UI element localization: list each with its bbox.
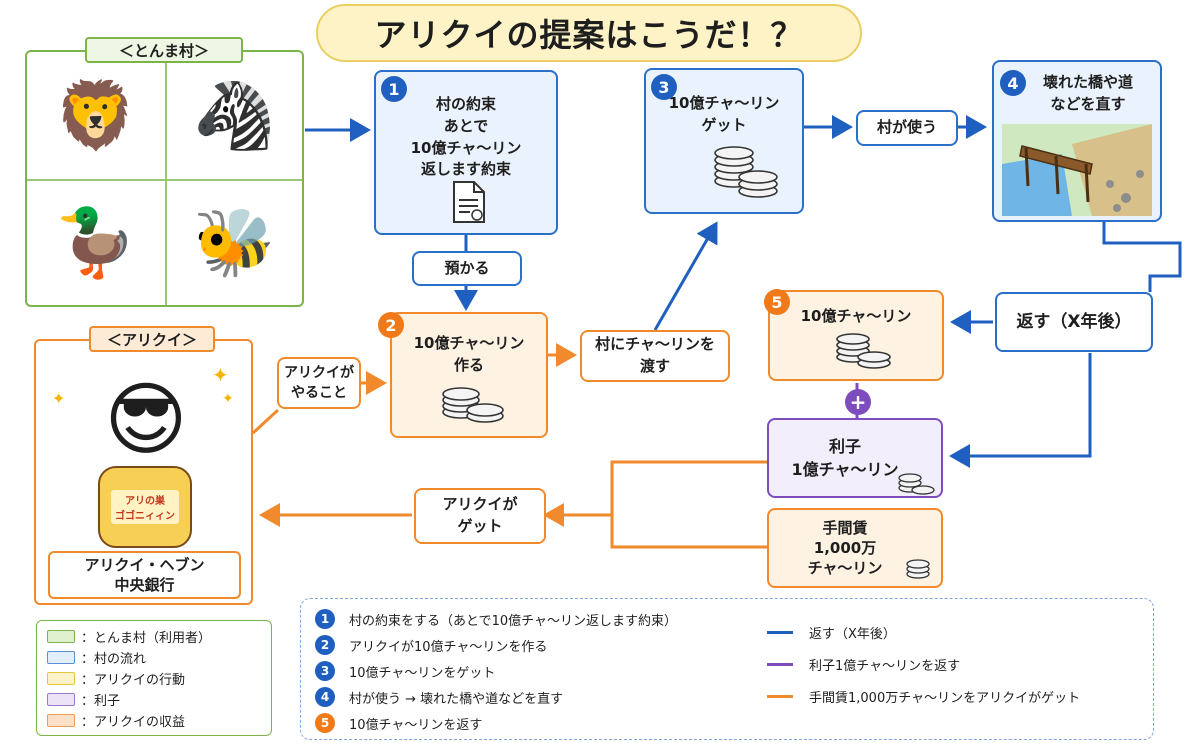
legend-item: ：とんま村（利用者） bbox=[47, 627, 211, 646]
bee-icon: 🐝 bbox=[193, 204, 276, 281]
legend-step-number: 4 bbox=[315, 687, 335, 707]
legend-step: 4 村が使う → 壊れた橋や道などを直す bbox=[315, 687, 563, 707]
legend-line-swatch bbox=[767, 631, 793, 634]
anteater-get-box: アリクイが ゲット bbox=[414, 488, 546, 544]
legend-line-swatch bbox=[767, 663, 793, 666]
legend-step: 2 アリクイが10億チャ～リンを作る bbox=[315, 635, 547, 655]
return-box: 返す（X年後） bbox=[995, 292, 1153, 352]
legend-swatch bbox=[47, 693, 75, 706]
anteater-panel: 😎 アリの巣 ゴゴニィィン ✦ ✦ ✦ アリクイ・ヘブン 中央銀行 bbox=[34, 339, 253, 605]
step1-box: 村の約束 あとで 10億チャ～リン 返します約束 bbox=[374, 70, 558, 235]
step1-number: 1 bbox=[381, 76, 407, 102]
coins-icon bbox=[896, 470, 936, 496]
coins-icon bbox=[712, 145, 780, 201]
bank-name-box: アリクイ・ヘブン 中央銀行 bbox=[48, 551, 241, 599]
legend-swatch bbox=[47, 672, 75, 685]
step4-number: 4 bbox=[1000, 70, 1026, 96]
lion-icon: 🦁 bbox=[54, 76, 138, 154]
duck-icon: 🦆 bbox=[54, 204, 138, 281]
legend-step: 5 10億チャ～リンを返す bbox=[315, 713, 482, 733]
village-panel: 🦁 🦓 🦆 🐝 bbox=[25, 50, 304, 307]
anteater-action-box: アリクイが やること bbox=[277, 357, 361, 409]
bridge-illustration bbox=[1002, 124, 1152, 216]
legend-item: ：利子 bbox=[47, 690, 120, 709]
page-title: アリクイの提案はこうだ！？ bbox=[374, 16, 804, 54]
step2-number: 2 bbox=[378, 312, 404, 338]
legend-line: 返す（X年後） bbox=[767, 623, 896, 642]
legend-swatch bbox=[47, 714, 75, 727]
legend-line-swatch bbox=[767, 695, 793, 698]
legend-steps: 1 村の約束をする（あとで10億チャ～リン返します約束） 2 アリクイが10億チ… bbox=[300, 598, 1154, 740]
pass-box: 村にチャ～リンを 渡す bbox=[580, 330, 730, 382]
line-s4-to-return bbox=[1102, 222, 1182, 292]
step3-number: 3 bbox=[651, 74, 677, 100]
legend-step-number: 2 bbox=[315, 635, 335, 655]
village-use-box: 村が使う bbox=[856, 110, 958, 146]
legend-step-number: 5 bbox=[315, 713, 335, 733]
zebra-icon: 🦓 bbox=[193, 76, 276, 154]
legend-step-number: 1 bbox=[315, 609, 335, 629]
legend-item: ：アリクイの行動 bbox=[47, 669, 185, 688]
coins-icon bbox=[834, 327, 894, 371]
legend-swatch bbox=[47, 651, 75, 664]
legend-colors: ：とんま村（利用者） ：村の流れ ：アリクイの行動 ：利子 ：アリクイの収益 bbox=[36, 620, 272, 736]
legend-item: ：アリクイの収益 bbox=[47, 711, 185, 730]
anteater-icon: 😎 bbox=[104, 372, 188, 466]
plus-icon: + bbox=[845, 389, 871, 415]
legend-step: 3 10億チャ～リンをゲット bbox=[315, 661, 495, 681]
deposit-box: 預かる bbox=[412, 251, 522, 286]
line-anteater-to-action bbox=[251, 408, 280, 435]
step4-box: 壊れた橋や道 などを直す bbox=[992, 60, 1162, 222]
anteater-label: ＜アリクイ＞ bbox=[89, 326, 215, 352]
sparkle-icon: ✦ bbox=[212, 363, 229, 387]
village-label: ＜とんま村＞ bbox=[85, 37, 243, 63]
legend-swatch bbox=[47, 630, 75, 643]
title-banner: アリクイの提案はこうだ！？ bbox=[316, 4, 862, 62]
arrow-return-to-interest bbox=[949, 353, 1092, 468]
sparkle-icon: ✦ bbox=[52, 389, 66, 408]
line-interest-fee-merge bbox=[610, 460, 767, 549]
document-icon bbox=[453, 181, 485, 223]
coins-icon bbox=[441, 380, 505, 424]
step5-number: 5 bbox=[764, 289, 790, 315]
legend-line: 手間賃1,000万チャ～リンをアリクイがゲット bbox=[767, 687, 1080, 706]
arrow-pass-to-s3 bbox=[653, 221, 718, 331]
legend-step: 1 村の約束をする（あとで10億チャ～リン返します約束） bbox=[315, 609, 677, 629]
sparkle-icon: ✦ bbox=[222, 391, 234, 407]
ant-jar: アリの巣 ゴゴニィィン bbox=[98, 466, 192, 548]
legend-item: ：村の流れ bbox=[47, 648, 146, 667]
legend-step-number: 3 bbox=[315, 661, 335, 681]
legend-line: 利子1億チャ～リンを返す bbox=[767, 655, 960, 674]
coins-icon bbox=[904, 556, 938, 582]
step2-box: 10億チャ～リン 作る bbox=[390, 312, 548, 438]
